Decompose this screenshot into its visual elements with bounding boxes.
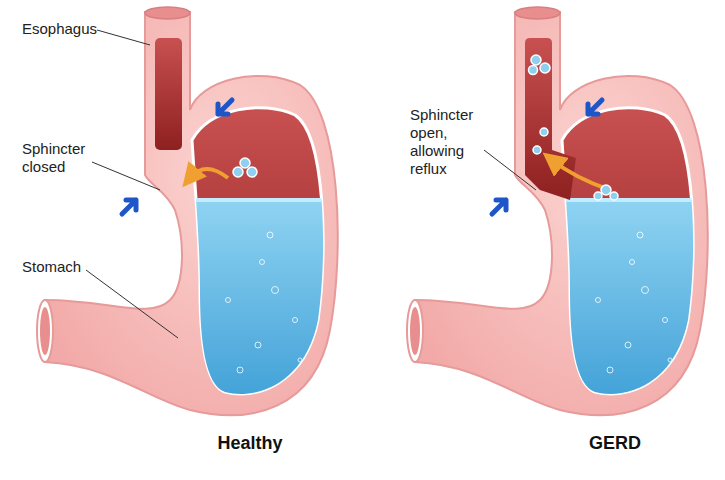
leader-line [97, 30, 150, 45]
leader-line [92, 162, 160, 190]
panel-title: GERD [589, 432, 641, 454]
reflux-arrow [552, 160, 610, 190]
leader-line [86, 270, 178, 338]
reflux-bubbles [529, 55, 619, 200]
gas-bubbles [233, 158, 257, 177]
gerd-stomach [407, 7, 710, 415]
reflux-blocked-arrow [190, 169, 228, 178]
healthy-stomach [37, 7, 340, 415]
leader-line [484, 150, 536, 190]
esophagus-lumen-open [525, 38, 576, 200]
part-label: Esophagus [22, 20, 97, 38]
panel-title: Healthy [217, 432, 282, 454]
part-label: Stomach [22, 258, 81, 276]
part-label: Sphincter closed [22, 140, 102, 176]
part-label: Sphincter open, allowing reflux [410, 106, 490, 178]
esophagus-lumen [155, 38, 182, 150]
